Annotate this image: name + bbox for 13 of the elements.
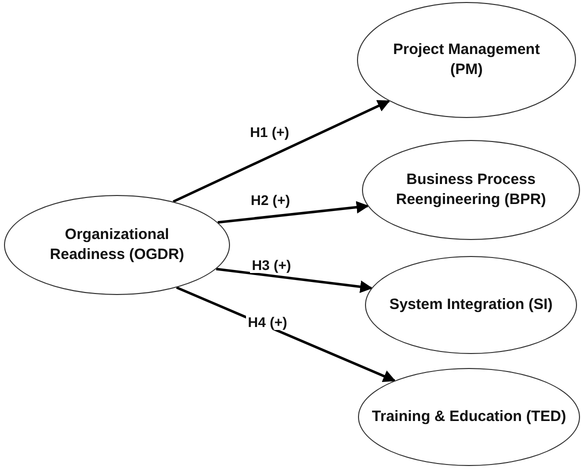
arrow [216,268,373,293]
node-label: Business Process Reengineering (BPR) [394,170,547,210]
arrow [218,201,369,224]
arrow [176,286,396,382]
edge-label: H2 (+) [248,192,292,208]
node-label: Project Management (PM) [392,40,541,80]
edge-label: H4 (+) [246,314,290,330]
node-label: Organizational Readiness (OGDR) [48,224,186,265]
edge-label: H1 (+) [248,124,292,140]
edge-label: H3 (+) [250,256,294,273]
node-label: System Integration (SI) [389,294,553,315]
arrow [172,100,390,203]
node-label: Training & Education (TED) [372,406,566,427]
